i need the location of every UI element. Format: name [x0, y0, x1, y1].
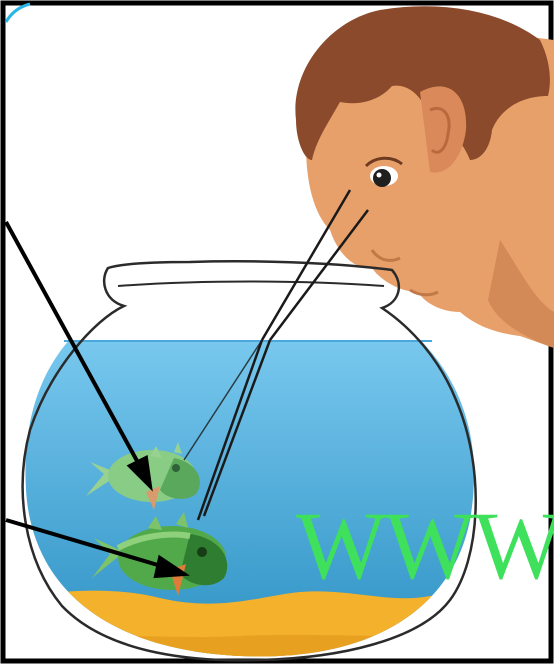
observer-face — [295, 6, 554, 348]
corner-arc — [6, 4, 30, 22]
ray-eye-lower — [270, 210, 368, 340]
watermark-text: WWW — [296, 498, 554, 594]
